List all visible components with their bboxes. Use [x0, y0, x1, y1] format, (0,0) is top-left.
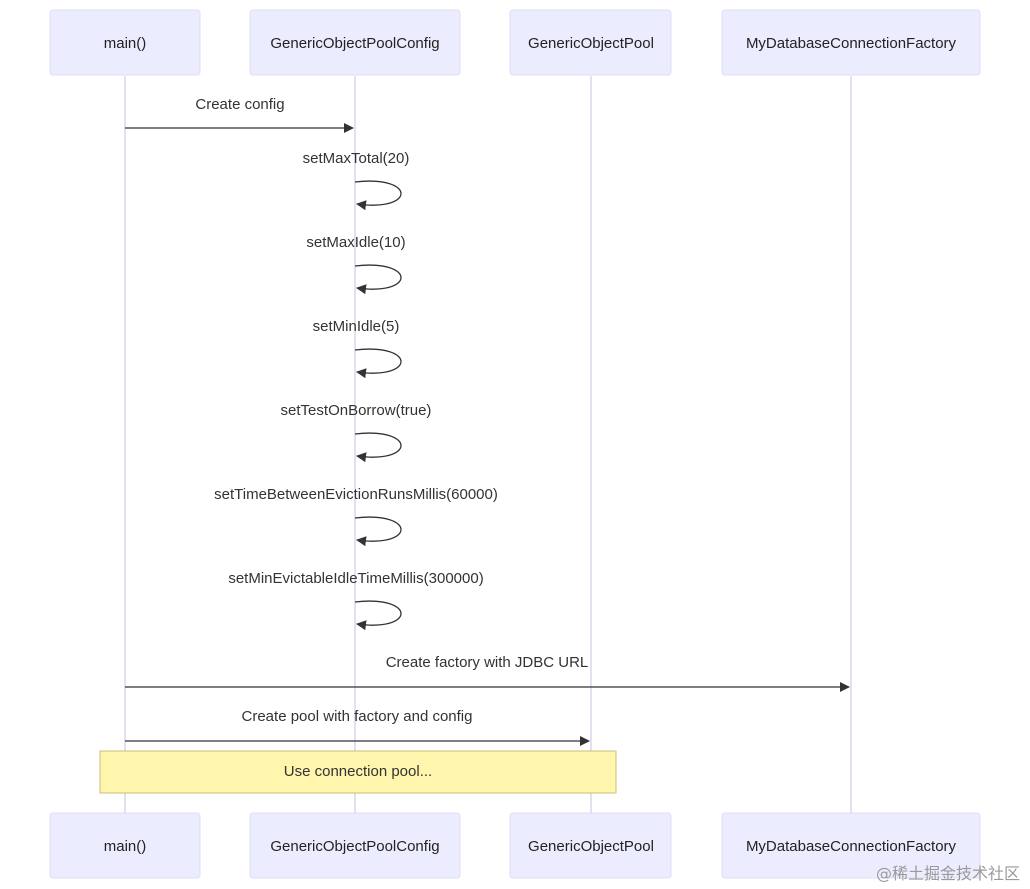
message-label: setTimeBetweenEvictionRunsMillis(60000): [214, 486, 498, 503]
message-label: setTestOnBorrow(true): [281, 402, 432, 419]
actor-pool-bottom: GenericObjectPool: [509, 812, 672, 879]
message-label: setMaxTotal(20): [303, 150, 410, 167]
message-create-config: Create config: [125, 96, 354, 133]
self-loop-arrow: [354, 600, 402, 631]
actor-main-bottom: main(): [49, 812, 201, 879]
actor-pool-top: GenericObjectPool: [509, 9, 672, 76]
self-loop-arrow: [354, 516, 402, 547]
message-set-time-between-eviction: setTimeBetweenEvictionRunsMillis(60000): [214, 486, 498, 547]
watermark: @稀土掘金技术社区: [876, 864, 1020, 883]
actor-label: main(): [104, 35, 147, 52]
actor-label: main(): [104, 838, 147, 855]
self-loop-arrow: [354, 180, 402, 211]
lifelines: [124, 76, 852, 813]
message-create-pool: Create pool with factory and config: [125, 708, 590, 746]
actor-label: GenericObjectPool: [528, 838, 654, 855]
message-label: setMinIdle(5): [313, 318, 400, 335]
message-label: setMaxIdle(10): [306, 234, 405, 251]
message-set-max-idle: setMaxIdle(10): [306, 234, 406, 295]
note-use-connection-pool: Use connection pool...: [99, 750, 617, 794]
self-loop-arrow: [354, 264, 402, 295]
actor-factory-top: MyDatabaseConnectionFactory: [721, 9, 981, 76]
message-label: Create config: [195, 96, 284, 113]
actor-label: GenericObjectPoolConfig: [270, 35, 439, 52]
message-label: setMinEvictableIdleTimeMillis(300000): [228, 570, 483, 587]
actor-label: GenericObjectPoolConfig: [270, 838, 439, 855]
actor-config-bottom: GenericObjectPoolConfig: [249, 812, 461, 879]
message-create-factory: Create factory with JDBC URL: [125, 654, 850, 692]
message-set-min-evictable-idle: setMinEvictableIdleTimeMillis(300000): [228, 570, 484, 631]
actor-label: MyDatabaseConnectionFactory: [746, 35, 957, 52]
message-set-min-idle: setMinIdle(5): [313, 318, 402, 379]
message-label: Create factory with JDBC URL: [386, 654, 589, 671]
note-label: Use connection pool...: [284, 763, 432, 780]
message-set-test-on-borrow: setTestOnBorrow(true): [281, 402, 432, 463]
self-loop-arrow: [354, 432, 402, 463]
actor-config-top: GenericObjectPoolConfig: [249, 9, 461, 76]
message-label: Create pool with factory and config: [242, 708, 473, 725]
actor-factory-bottom: MyDatabaseConnectionFactory: [721, 812, 981, 879]
actor-label: MyDatabaseConnectionFactory: [746, 838, 957, 855]
actor-main-top: main(): [49, 9, 201, 76]
actor-label: GenericObjectPool: [528, 35, 654, 52]
message-set-max-total: setMaxTotal(20): [303, 150, 410, 211]
self-loop-arrow: [354, 348, 402, 379]
